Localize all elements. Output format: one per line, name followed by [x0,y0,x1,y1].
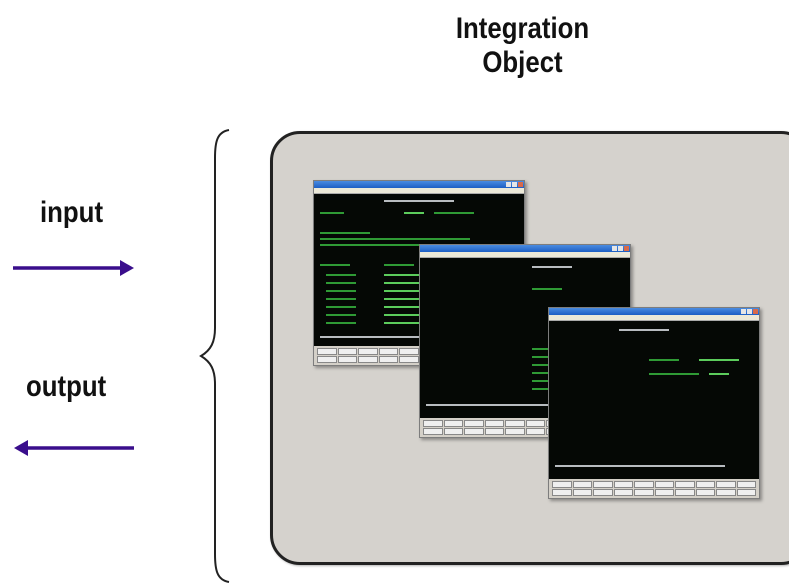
output-label: output [26,370,107,403]
terminal-screenshot-3 [548,307,760,499]
terminal-screen [549,321,759,479]
diagram-title: Integration Object [455,12,590,79]
curly-brace-icon [199,129,230,583]
title-bar [420,245,630,252]
menu-bar [549,315,759,321]
title-bar [314,181,524,188]
input-label: input [40,196,104,229]
title-bar [549,308,759,315]
function-key-bar [549,479,759,498]
menu-bar [420,252,630,258]
menu-bar [314,188,524,194]
arrow-left-icon [14,440,134,456]
arrow-right-icon [13,260,134,276]
integration-object-box [270,131,789,565]
